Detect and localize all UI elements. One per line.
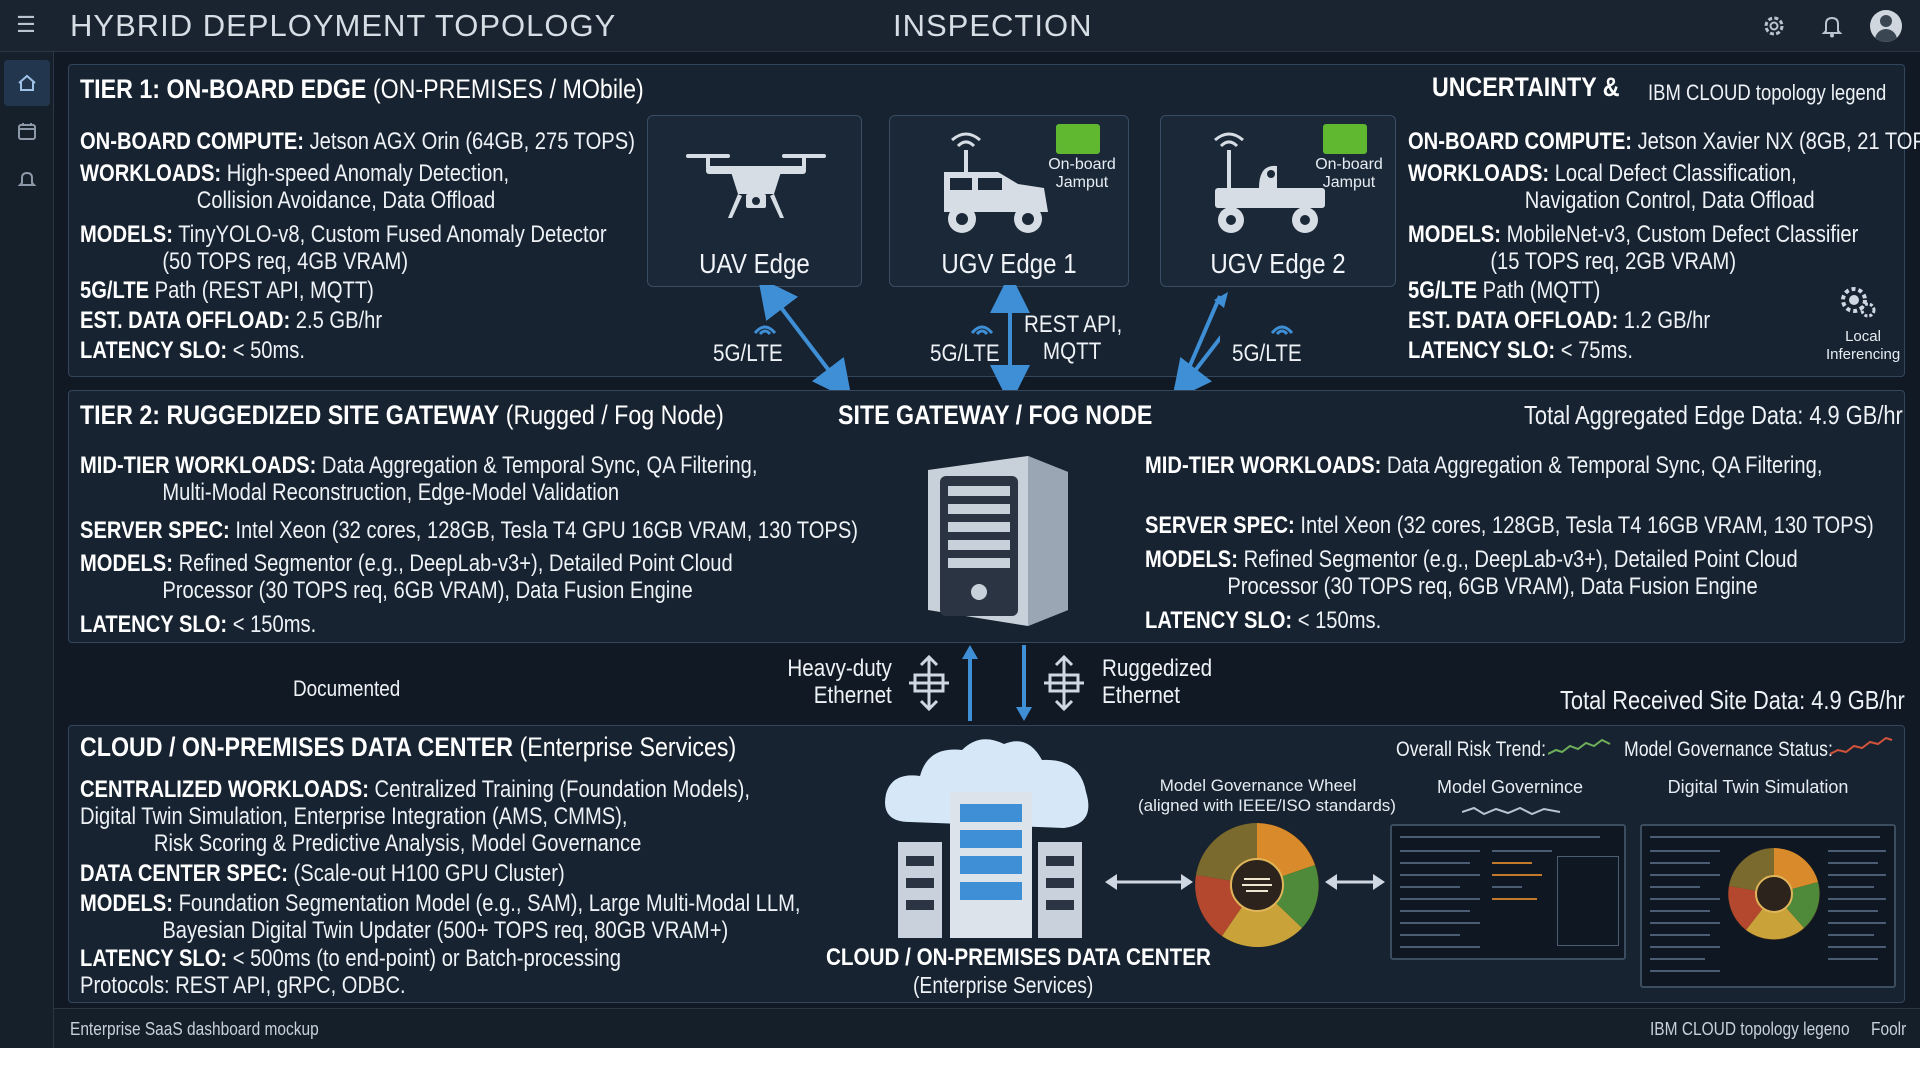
link-label-ugv2: 5G/LTE — [1232, 340, 1302, 367]
footer-left-label: Enterprise SaaS dashboard mockup — [70, 1019, 319, 1039]
governince-title: Model Governince — [1436, 777, 1584, 797]
link-protocol-ugv1: REST API,MQTT — [1024, 311, 1123, 365]
governance-wheel-title: Model Governance Wheel(aligned with IEEE… — [1138, 776, 1396, 815]
calendar-icon[interactable] — [4, 108, 50, 154]
datacenter-sublabel: (Enterprise Services) — [913, 972, 1094, 998]
tier2-right-latency: LATENCY SLO: < 150ms. — [1145, 607, 1382, 634]
tier1-right-latency: LATENCY SLO: < 75ms. — [1408, 337, 1633, 364]
tier2-right-models: MODELS: Refined Segmentor (e.g., DeepLab… — [1145, 546, 1798, 600]
ugv-robot-icon — [1214, 132, 1325, 233]
cloud-models: MODELS: Foundation Segmentation Model (e… — [80, 890, 801, 944]
sidebar — [0, 52, 54, 1048]
cloud-title: CLOUD / ON-PREMISES DATA CENTER (Enterpr… — [80, 732, 737, 762]
ethernet-link-arrows — [962, 645, 1032, 721]
datacenter-label: CLOUD / ON-PREMISES DATA CENTER — [826, 944, 1211, 971]
tier1-left-offload: EST. DATA OFFLOAD: 2.5 GB/hr — [80, 307, 383, 334]
cloud-spec: DATA CENTER SPEC: (Scale-out H100 GPU Cl… — [80, 860, 565, 887]
tier2-right-spec: SERVER SPEC: Intel Xeon (32 cores, 128GB… — [1145, 512, 1874, 539]
governince-squiggle — [1462, 806, 1561, 816]
footer: Enterprise SaaS dashboard mockup IBM CLO… — [54, 1008, 1920, 1048]
total-received-data: Total Received Site Data: 4.9 GB/hr — [1560, 685, 1905, 715]
governance-screenshot[interactable] — [1390, 824, 1626, 960]
gear-icon[interactable] — [1760, 12, 1788, 40]
cloud-latency: LATENCY SLO: < 500ms (to end-point) or B… — [80, 945, 621, 972]
ugv-truck-icon — [944, 132, 1048, 233]
tier1-left-latency: LATENCY SLO: < 50ms. — [80, 337, 305, 364]
tier1-right-workloads: WORKLOADS: Local Defect Classification,N… — [1408, 160, 1815, 214]
nvidia-icon — [1323, 124, 1367, 154]
device-label: UGV Edge 1 — [941, 248, 1077, 279]
tier1-right-models: MODELS: MobileNet-v3, Custom Defect Clas… — [1408, 221, 1859, 275]
tier1-right-offload: EST. DATA OFFLOAD: 1.2 GB/hr — [1408, 307, 1711, 334]
total-edge-data: Total Aggregated Edge Data: 4.9 GB/hr — [1524, 400, 1903, 430]
link-label-ugv1: 5G/LTE — [930, 340, 1000, 367]
device-label: UGV Edge 2 — [1210, 248, 1346, 279]
nvidia-icon — [1056, 124, 1100, 154]
tier2-center-title: SITE GATEWAY / FOG NODE — [838, 400, 1153, 430]
tier2-left-models: MODELS: Refined Segmentor (e.g., DeepLab… — [80, 550, 733, 604]
drone-icon — [686, 154, 826, 218]
governance-sparkline — [1830, 736, 1893, 755]
digital-twin-wheel-icon — [1728, 848, 1820, 940]
top-bar: ☰ HYBRID DEPLOYMENT TOPOLOGY INSPECTION — [0, 0, 1920, 52]
wifi-icon — [753, 325, 777, 336]
page-title: INSPECTION — [893, 8, 1093, 43]
footer-link[interactable]: Foolr — [1871, 1019, 1907, 1039]
tier1-link-arrows — [757, 285, 1220, 395]
app-window: ☰ HYBRID DEPLOYMENT TOPOLOGY INSPECTION … — [0, 0, 1920, 1048]
documented-label: Documented — [293, 676, 401, 701]
tier2-title: TIER 2: RUGGEDIZED SITE GATEWAY (Rugged … — [80, 400, 724, 430]
gears-icon — [1838, 282, 1878, 322]
wifi-icon — [970, 325, 994, 336]
tier2-left-latency: LATENCY SLO: < 150ms. — [80, 611, 317, 638]
bell-icon[interactable] — [1818, 12, 1846, 40]
bidirectional-arrow — [1325, 874, 1385, 890]
tier2-right-workloads: MID-TIER WORKLOADS: Data Aggregation & T… — [1145, 452, 1823, 479]
tier1-left-compute: ON-BOARD COMPUTE: Jetson AGX Orin (64GB,… — [80, 128, 635, 155]
tier2-left-spec: SERVER SPEC: Intel Xeon (32 cores, 128GB… — [80, 517, 859, 544]
device-card-uav[interactable]: UAV Edge — [647, 115, 862, 287]
user-avatar[interactable] — [1870, 10, 1902, 42]
tier1-title: TIER 1: ON-BOARD EDGE (ON-PREMISES / MOb… — [80, 74, 644, 104]
tier1-right-compute: ON-BOARD COMPUTE: Jetson Xavier NX (8GB,… — [1408, 128, 1920, 155]
risk-sparkline — [1548, 738, 1611, 755]
tier2-left-workloads: MID-TIER WORKLOADS: Data Aggregation & T… — [80, 452, 758, 506]
governance-wheel-icon — [1195, 823, 1319, 948]
cloud-protocols: Protocols: REST API, gRPC, ODBC. — [80, 972, 406, 999]
digital-twin-screenshot[interactable] — [1640, 824, 1896, 988]
governance-status-label: Model Governance Status: — [1624, 738, 1833, 761]
app-title: HYBRID DEPLOYMENT TOPOLOGY — [70, 8, 617, 43]
risk-trend-label: Overall Risk Trend: — [1396, 738, 1546, 761]
legend-label: IBM CLOUD topology legend — [1648, 80, 1887, 105]
link-label-uav: 5G/LTE — [713, 340, 783, 367]
device-label: UAV Edge — [699, 248, 810, 279]
wifi-icon — [1270, 325, 1294, 336]
server-icon — [928, 456, 1068, 626]
ugv2-link-arrow — [1174, 292, 1228, 388]
ethernet-icon — [1044, 655, 1084, 711]
home-icon[interactable] — [4, 60, 50, 106]
uncertainty-label: UNCERTAINTY & — [1432, 72, 1620, 102]
cloud-workloads: CENTRALIZED WORKLOADS: Centralized Train… — [80, 776, 750, 857]
tier1-left-models: MODELS: TinyYOLO-v8, Custom Fused Anomal… — [80, 221, 607, 275]
tier1-left-workloads: WORKLOADS: High-speed Anomaly Detection,… — [80, 160, 510, 214]
menu-icon[interactable]: ☰ — [16, 12, 36, 37]
bell-icon[interactable] — [4, 156, 50, 202]
tier1-right-path: 5G/LTE Path (MQTT) — [1408, 277, 1601, 304]
cloud-datacenter-icon — [885, 739, 1089, 938]
bidirectional-arrow — [1105, 874, 1193, 890]
ethernet-icon — [909, 655, 949, 711]
tier1-left-path: 5G/LTE Path (REST API, MQTT) — [80, 277, 374, 304]
footer-legend-link[interactable]: IBM CLOUD topology legeno — [1650, 1019, 1850, 1039]
digital-twin-title: Digital Twin Simulation — [1667, 777, 1849, 797]
